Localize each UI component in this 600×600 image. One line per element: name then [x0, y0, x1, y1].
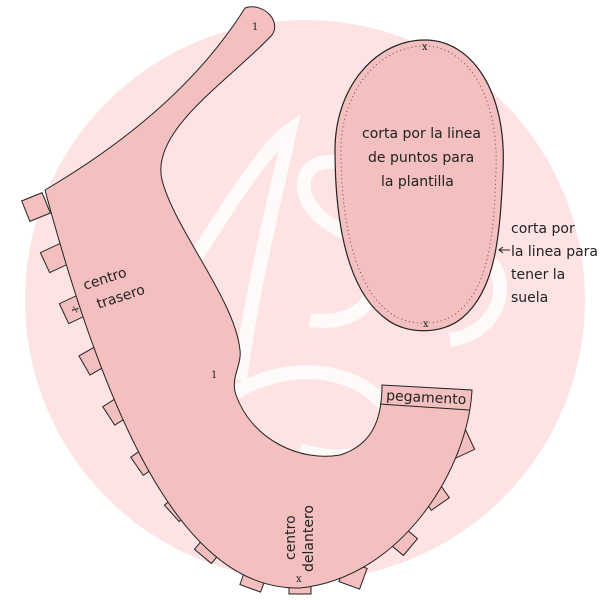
sole-piece: [334, 39, 504, 332]
sole-text-1: corta por la linea: [362, 126, 481, 142]
side-note-3: tener la: [511, 267, 565, 283]
sole-notch-bottom: x: [423, 319, 429, 330]
side-note-1: corta por: [511, 221, 575, 237]
side-note-4: suela: [511, 290, 548, 306]
glue-tab: [21, 192, 51, 222]
front-center-notch: x: [296, 574, 302, 585]
piece-number-middle: 1: [211, 370, 217, 381]
sole-text-2: de puntos para: [368, 150, 474, 166]
side-note-2: la linea para: [511, 244, 598, 260]
arrowhead-icon: [498, 246, 504, 254]
insole-dotted-line: [340, 45, 497, 324]
upper-piece: [44, 6, 473, 589]
front-center-label-2: delantero: [301, 505, 317, 572]
glue-label: pegamento: [386, 388, 467, 408]
piece-number-top: 1: [252, 22, 258, 33]
back-center-notch: x: [69, 304, 81, 313]
glue-line: [379, 403, 470, 411]
front-center-label-1: centro: [283, 515, 299, 560]
sole-notch-top: x: [422, 42, 428, 53]
sole-text-3: la plantilla: [381, 174, 454, 190]
